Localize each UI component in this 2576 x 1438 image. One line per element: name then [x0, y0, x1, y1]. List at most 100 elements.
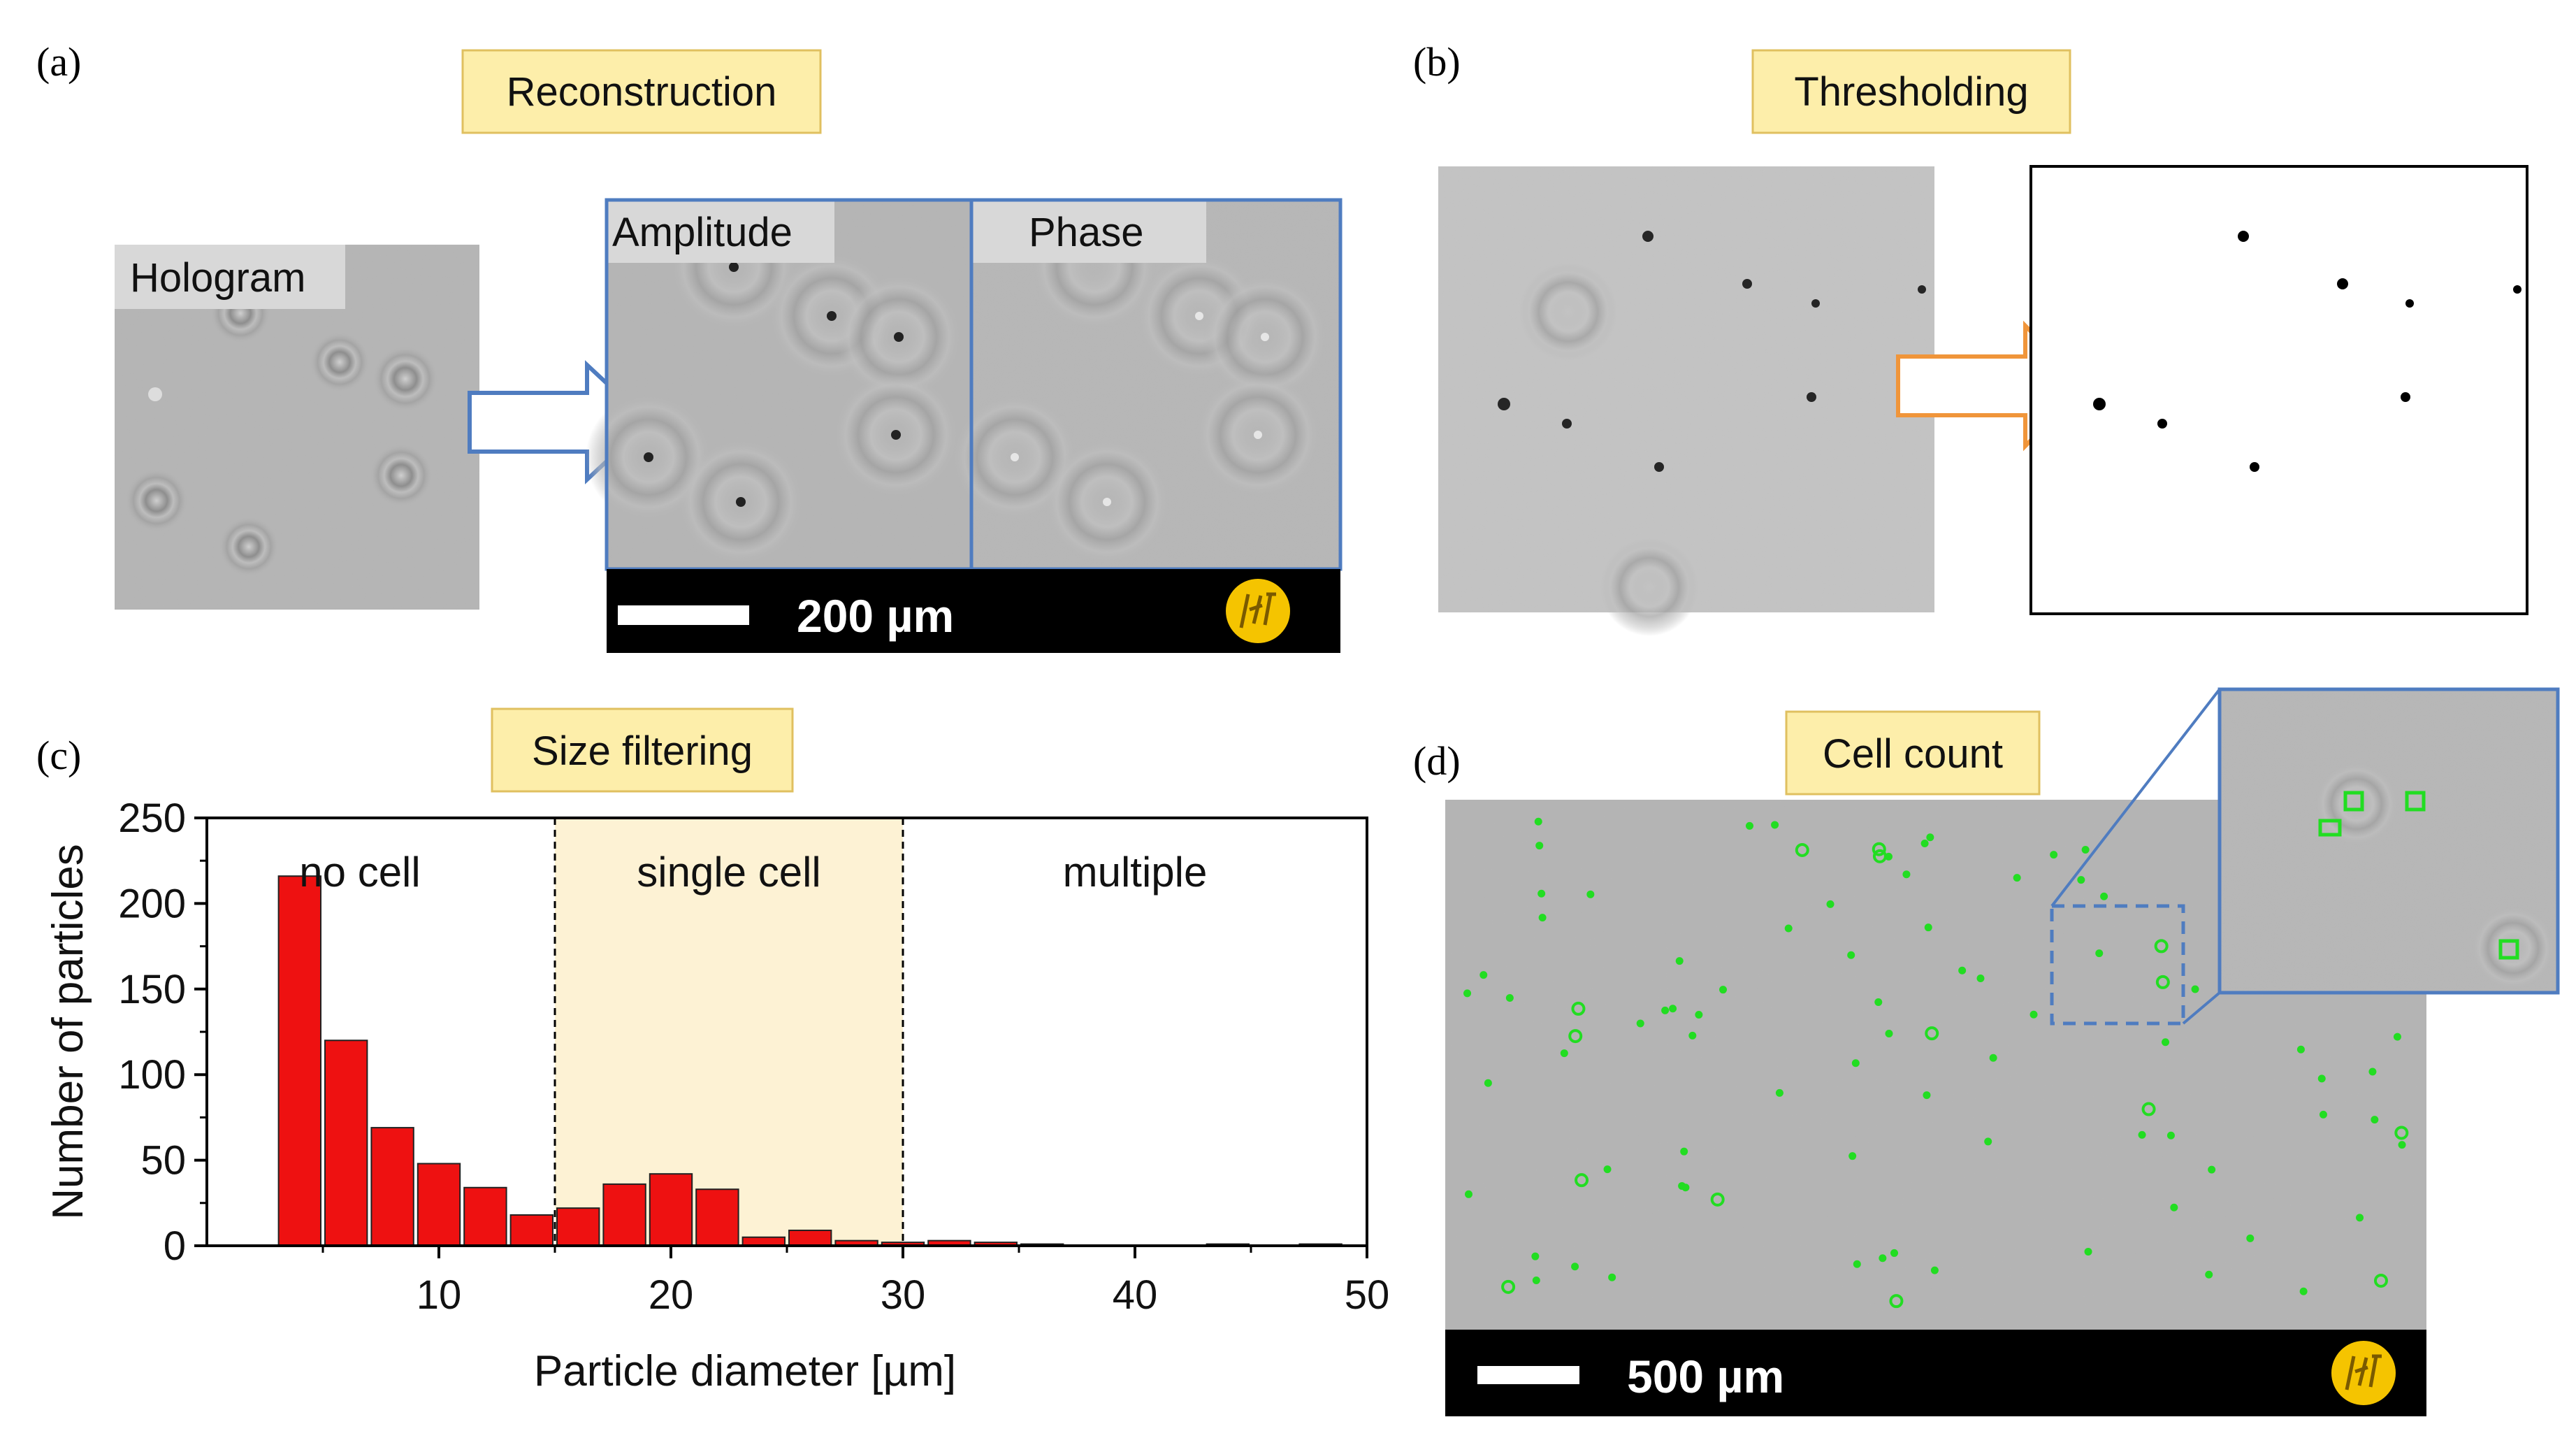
detected-cell — [1872, 849, 1887, 863]
detected-cell — [1484, 1079, 1492, 1087]
detected-cell — [1771, 821, 1779, 829]
phase-label-bg — [973, 200, 1206, 263]
cell-count-label: Cell count — [1785, 710, 2041, 796]
thresholding-label-box — [1751, 49, 2071, 134]
detected-cell — [1586, 890, 1595, 898]
y-tick-label: 50 — [140, 1138, 186, 1184]
amplitude-label-bg — [607, 200, 834, 263]
detected-cell — [2205, 1270, 2213, 1279]
detected-cell — [1710, 1192, 1725, 1207]
reconstruction-label-text: Reconstruction — [507, 69, 777, 115]
detected-cell — [1976, 975, 1985, 983]
histogram-bar — [509, 1214, 553, 1247]
amplitude-image: Amplitude — [586, 200, 971, 569]
detected-cell — [1926, 833, 1934, 842]
panel-b-letter: (b) — [1413, 39, 1461, 85]
iht-logo-a — [1226, 579, 1290, 643]
reconstruction-label-box — [461, 49, 822, 134]
detected-cell — [2368, 1067, 2377, 1076]
reconstruction-label: Reconstruction — [461, 49, 822, 134]
detected-cell — [1669, 1005, 1677, 1013]
chart-dividers — [553, 818, 904, 1246]
hologram-image: Hologram — [115, 245, 479, 610]
detected-cell — [1575, 1173, 1589, 1188]
detected-cell — [1924, 923, 1932, 932]
detected-cells — [1463, 817, 2409, 1309]
zoom-region — [2050, 904, 2185, 1026]
cell-count-image — [1445, 800, 2426, 1330]
threshold-input-image — [1438, 166, 1934, 636]
histogram-bar — [649, 1173, 693, 1246]
detected-cell — [1535, 842, 1544, 850]
detected-cell — [1826, 900, 1835, 908]
detected-cell — [2371, 1116, 2379, 1124]
detected-cell — [1984, 1137, 1992, 1146]
detected-cell — [1784, 924, 1793, 933]
x-axis-title: Particle diameter [µm] — [534, 1347, 956, 1395]
region-label: no cell — [299, 849, 420, 896]
detected-cell — [1847, 951, 1855, 959]
size-filtering-label-box — [491, 707, 794, 793]
detected-cell — [1902, 870, 1911, 879]
detected-cell — [1636, 1019, 1644, 1028]
panel-d: (d) Cell count — [1413, 687, 2560, 1416]
y-tick-label: 150 — [118, 967, 186, 1012]
iht-logo-d — [2331, 1341, 2396, 1405]
detected-cell — [2081, 846, 2090, 854]
detected-cell — [1795, 842, 1809, 857]
detected-cell — [1568, 1029, 1583, 1044]
phase-image: Phase — [952, 200, 1340, 569]
detected-cell — [1531, 1252, 1540, 1260]
detected-cell — [2138, 1130, 2146, 1139]
detected-cell — [1851, 1059, 1860, 1067]
detected-cell — [2394, 1126, 2409, 1140]
detected-cell — [2013, 874, 2021, 882]
histogram-bar — [602, 1183, 646, 1246]
cell-count-label-box — [1785, 710, 2041, 796]
size-filtering-label: Size filtering — [491, 707, 794, 793]
detected-cell — [1571, 1001, 1586, 1016]
zoom-inset — [2217, 687, 2560, 995]
region-label: multiple — [1063, 849, 1208, 896]
detected-cell — [2393, 1033, 2401, 1041]
zoom-line-top — [2050, 688, 2221, 907]
scale-strip-d: 500 µm — [1445, 1330, 2426, 1416]
scale-strip-a: 200 µm — [607, 569, 1340, 653]
panel-c-letter: (c) — [36, 733, 81, 778]
x-tick-label: 50 — [1345, 1272, 1390, 1318]
detected-cell — [1719, 986, 1728, 994]
detected-cell — [1890, 1249, 1899, 1257]
detected-cell — [1538, 914, 1547, 922]
binary-image — [2029, 165, 2528, 615]
detected-cell — [2077, 876, 2085, 884]
detected-cell — [1537, 889, 1546, 898]
detected-cell — [2398, 1141, 2406, 1149]
detected-cell — [1661, 1006, 1670, 1014]
detected-cell — [1532, 1277, 1540, 1285]
histogram-bar — [463, 1186, 507, 1246]
detected-cell — [1872, 842, 1886, 856]
detected-cell — [1874, 998, 1883, 1006]
panel-a-letter: (a) — [36, 39, 81, 85]
chart-regions — [555, 818, 903, 1246]
y-tick-label: 250 — [118, 796, 186, 841]
detected-cell — [2317, 1074, 2326, 1083]
detected-cell — [1920, 839, 1929, 847]
detected-cell — [2084, 1247, 2092, 1256]
hologram-label-bg — [115, 245, 345, 309]
detected-cell — [1775, 1088, 1783, 1097]
y-tick-label: 100 — [118, 1052, 186, 1098]
detected-cell — [1848, 1152, 1857, 1160]
detected-cell — [1745, 821, 1753, 830]
detected-cell — [1930, 1266, 1939, 1274]
detected-cell — [1695, 1010, 1703, 1019]
scale-bar-a — [618, 605, 749, 625]
x-tick-label: 30 — [881, 1272, 926, 1318]
detected-cell — [1885, 1030, 1893, 1038]
zoom-line-bottom — [2182, 991, 2221, 1025]
detected-cell — [1879, 1254, 1887, 1263]
detected-cell — [2029, 1010, 2038, 1019]
histogram-bar — [556, 1207, 600, 1247]
